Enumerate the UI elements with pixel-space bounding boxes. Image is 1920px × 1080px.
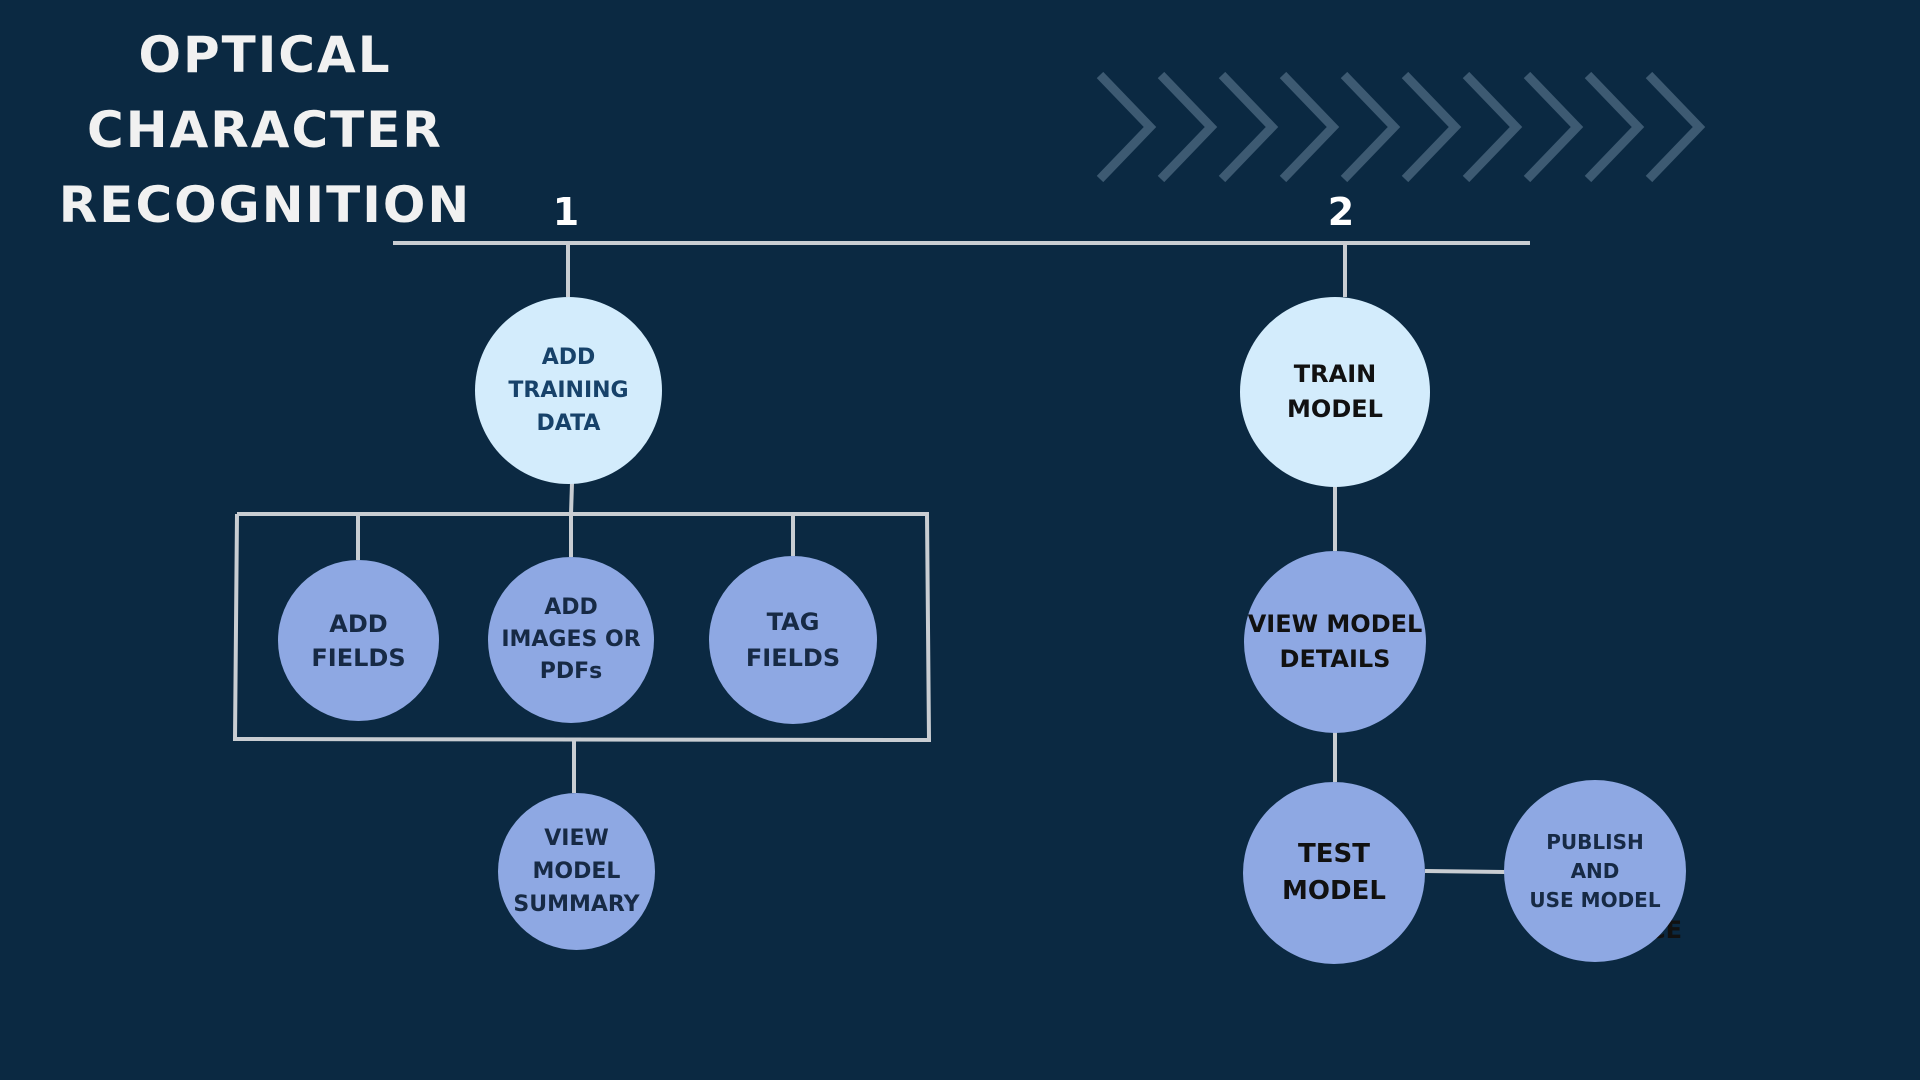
step-number-1: 1 — [552, 190, 580, 234]
chevron-icon — [1523, 72, 1584, 182]
add-images-or-pdfs-node: ADD IMAGES OR PDFs — [488, 557, 654, 723]
train-model-label: TRAIN MODEL — [1287, 360, 1383, 423]
publish-and-use-model-node: PUBLISH AND USE MODEL — [1504, 780, 1686, 962]
view-model-details-label: VIEW MODEL DETAILS — [1247, 610, 1423, 673]
chevron-icon — [1218, 72, 1279, 182]
chevron-icon — [1645, 72, 1706, 182]
connector-test-to-publish — [1424, 869, 1506, 874]
train-model-node: TRAIN MODEL — [1240, 297, 1430, 487]
test-model-node: TEST MODEL — [1243, 782, 1425, 964]
view-model-summary-label: VIEW MODEL SUMMARY — [513, 826, 640, 917]
diagram-title: OPTICAL CHARACTER RECOGNITION — [30, 18, 500, 243]
add-fields-label: ADD FIELDS — [311, 609, 406, 672]
connector-training-to-box — [569, 482, 574, 515]
title-line-2: CHARACTER — [87, 101, 443, 159]
chevron-icon — [1340, 72, 1401, 182]
title-line-1: OPTICAL — [138, 26, 392, 84]
group-box — [232, 512, 932, 743]
add-images-or-pdfs-label: ADD IMAGES OR PDFs — [501, 595, 641, 684]
view-model-summary-node: VIEW MODEL SUMMARY — [498, 793, 655, 950]
chevron-icon — [1096, 72, 1157, 182]
chevron-icon — [1157, 72, 1218, 182]
view-model-details-node: VIEW MODEL DETAILS — [1244, 551, 1426, 733]
chevron-arrows-decoration — [1096, 72, 1706, 182]
add-training-data-label: ADD TRAINING DATA — [508, 345, 629, 436]
chevron-icon — [1279, 72, 1340, 182]
chevron-icon — [1462, 72, 1523, 182]
tag-fields-node: TAG FIELDS — [709, 556, 877, 724]
tag-fields-label: TAG FIELDS — [745, 608, 841, 672]
chevron-icon — [1401, 72, 1462, 182]
add-fields-node: ADD FIELDS — [278, 560, 439, 721]
chevron-icon — [1584, 72, 1645, 182]
test-model-label: TEST MODEL — [1282, 839, 1386, 906]
add-training-data-node: ADD TRAINING DATA — [475, 297, 662, 484]
publish-and-use-model-label: PUBLISH AND USE MODEL — [1529, 829, 1661, 912]
title-line-3: RECOGNITION — [58, 176, 472, 234]
step-number-2: 2 — [1327, 190, 1355, 234]
